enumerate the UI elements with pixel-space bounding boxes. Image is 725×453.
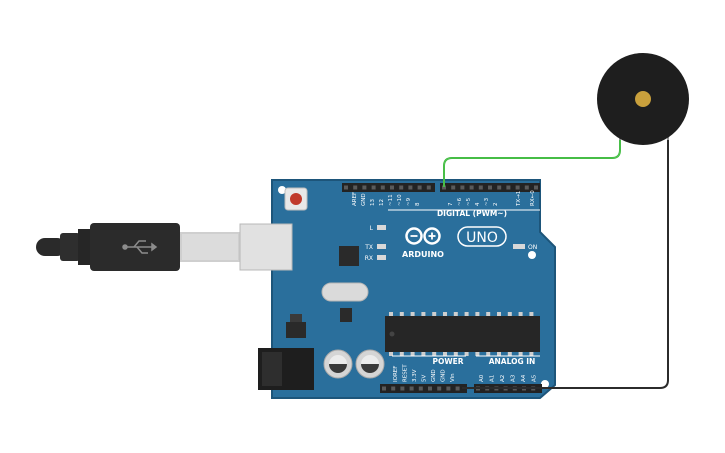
signal-wire[interactable]: [443, 128, 621, 187]
small-chip: [340, 308, 352, 322]
analog-pin-labels: A0 A1 A2 A3 A4 A5: [479, 374, 538, 382]
led-l: L: [370, 225, 386, 232]
mounting-hole: [528, 251, 536, 259]
pin-label: Vin: [450, 373, 456, 382]
pin-label: ~6: [457, 197, 463, 206]
pin-label: ~3: [484, 197, 490, 206]
svg-text:TX: TX: [364, 244, 373, 251]
pin-label: GND: [431, 369, 437, 382]
pin-label: A5: [532, 374, 538, 382]
pin-hole: [515, 185, 520, 190]
pin-hole: [478, 185, 483, 190]
usb-port[interactable]: [239, 223, 293, 271]
pin-hole: [497, 185, 502, 190]
pin-label: A0: [479, 374, 485, 382]
pin-hole: [506, 185, 511, 190]
pin-label: ~11: [388, 194, 394, 206]
pin-hole: [437, 386, 442, 391]
usb-icon: [122, 240, 158, 254]
power-header[interactable]: [380, 384, 467, 393]
pin-hole: [460, 185, 465, 190]
pin-label: A3: [511, 374, 517, 382]
pin-hole: [426, 185, 431, 190]
pin-hole: [400, 386, 405, 391]
pin-label: ~9: [406, 197, 412, 206]
arduino-logo: ARDUINO: [402, 227, 444, 259]
pin-label: RX←0: [530, 190, 536, 206]
pin-label: 8: [415, 202, 421, 206]
pin-label: 5V: [422, 375, 428, 382]
pin-hole: [362, 185, 367, 190]
ground-wire[interactable]: [462, 130, 669, 389]
pin-hole: [353, 185, 358, 190]
pin-label: ~10: [397, 194, 403, 206]
pin-label: IOREF: [393, 366, 399, 382]
pin-hole: [488, 185, 492, 190]
pin-hole: [417, 185, 422, 190]
uno-badge: UNO: [457, 226, 507, 247]
pin-label: RESET: [403, 364, 409, 382]
crystal-oscillator: [321, 282, 369, 302]
pin-label: GND: [441, 369, 447, 382]
pin-hole: [380, 185, 385, 190]
led-rx: RX: [365, 255, 386, 262]
pin-label: TX→1: [516, 191, 522, 207]
pin-hole: [371, 185, 376, 190]
analog-header-label: ANALOG IN: [489, 357, 536, 366]
pin-label: ~5: [466, 197, 472, 206]
pin-hole: [382, 386, 386, 391]
pin-hole: [391, 386, 396, 391]
power-header-label: POWER: [432, 357, 463, 366]
pin-hole: [455, 386, 460, 391]
usb-chip: [339, 246, 359, 266]
pin-hole: [442, 185, 446, 190]
pin-hole: [399, 185, 404, 190]
reset-button[interactable]: [284, 187, 308, 211]
pin-hole: [451, 185, 456, 190]
brand-label: ARDUINO: [402, 250, 444, 259]
pin-hole: [390, 185, 394, 190]
pin-label: A2: [500, 375, 506, 382]
pin-label: 13: [370, 199, 376, 206]
mounting-hole: [278, 186, 286, 194]
pin-hole: [344, 185, 348, 190]
pin-label: 4: [475, 202, 481, 206]
pin-hole: [418, 386, 423, 391]
atmega-chip: [385, 312, 540, 356]
pin-hole: [409, 386, 414, 391]
pin-hole: [408, 185, 413, 190]
digital-header-label: DIGITAL (PWM~): [437, 209, 507, 218]
pin-label: GND: [361, 193, 367, 206]
pin-label: 7: [448, 202, 454, 206]
pin-hole: [534, 185, 538, 190]
pin-label: 2: [493, 203, 499, 207]
led-on: ON: [513, 244, 537, 251]
led-tx: TX: [364, 244, 386, 251]
pin-hole: [428, 386, 432, 391]
piezo-buzzer[interactable]: [597, 53, 689, 145]
voltage-regulator: [286, 314, 306, 338]
svg-text:RX: RX: [365, 255, 373, 262]
pin-hole: [524, 185, 529, 190]
model-label: UNO: [466, 230, 498, 246]
pin-label: A4: [521, 374, 527, 382]
mounting-hole: [541, 380, 549, 388]
pin-label: A1: [490, 375, 496, 382]
pin-hole: [446, 386, 451, 391]
digital-pin-holes: [344, 185, 538, 190]
capacitor: [355, 349, 385, 379]
pin-label: AREF: [352, 192, 358, 206]
capacitor: [323, 349, 353, 379]
pin-label: 12: [379, 199, 385, 206]
svg-text:ON: ON: [528, 244, 537, 251]
pin-label: 3.3V: [412, 369, 418, 382]
pin-hole: [469, 185, 474, 190]
power-jack[interactable]: [258, 348, 314, 390]
svg-text:L: L: [370, 225, 374, 232]
buzzer-center: [635, 91, 651, 107]
